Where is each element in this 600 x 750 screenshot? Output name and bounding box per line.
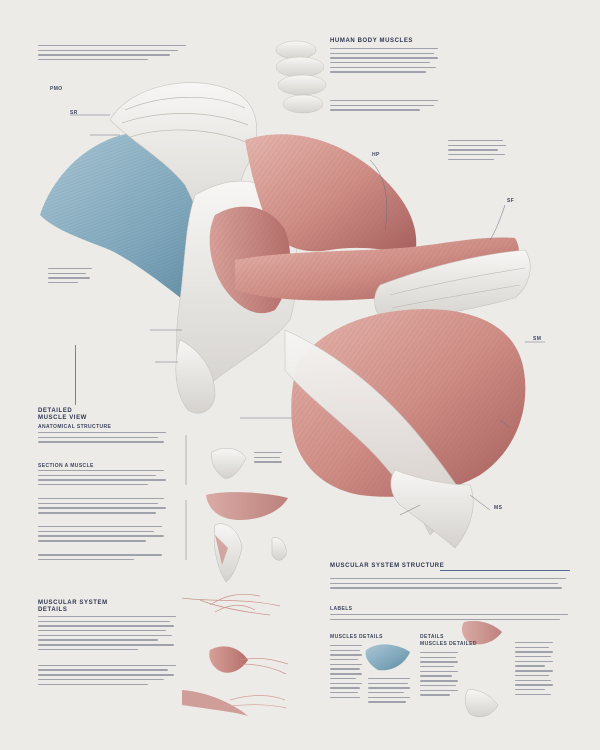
sub-right-heading-a: DETAILS xyxy=(420,634,444,640)
callout-label-6: MS xyxy=(494,505,503,511)
sub-mid-text-block xyxy=(368,678,412,706)
lower-right-subheading: LABELS xyxy=(330,606,353,612)
mid-right-text-block xyxy=(330,100,440,114)
lower-right-heading: MUSCULAR SYSTEM STRUCTURE xyxy=(330,563,445,569)
callout-label-1: PMO xyxy=(50,86,63,92)
left-side-note xyxy=(48,268,93,287)
far-right-text-block xyxy=(448,140,508,163)
lower-white-volume xyxy=(175,339,216,414)
top-left-text-block xyxy=(38,45,188,64)
left-mid-heading-c: ANATOMICAL STRUCTURE xyxy=(38,424,112,430)
sub-left-text-block xyxy=(330,645,364,701)
lower-right-text-b xyxy=(330,614,570,623)
top-right-text-block xyxy=(330,48,440,76)
left-bottom-heading-b: DETAILS xyxy=(38,607,68,613)
lower-tendon-tail xyxy=(390,469,474,549)
far-right-column-text xyxy=(515,642,555,698)
lower-right-text-a xyxy=(330,578,570,592)
left-mid-heading-b: MUSCLE VIEW xyxy=(38,415,87,421)
callout-label-3: HP xyxy=(372,152,380,158)
vertebra-cluster xyxy=(275,40,327,114)
left-bottom-heading-a: MUSCULAR SYSTEM xyxy=(38,600,108,606)
callout-label-2: SR xyxy=(70,110,78,116)
left-bottom-text-block xyxy=(38,616,178,688)
left-group-text-block xyxy=(38,470,168,564)
top-right-heading: HUMAN BODY MUSCLES xyxy=(330,38,414,44)
left-vertical-rule xyxy=(75,345,76,405)
left-mid-heading-a: DETAILED xyxy=(38,408,73,414)
lower-right-rule xyxy=(440,570,570,571)
thumb-note-1 xyxy=(254,452,284,466)
left-group-heading: SECTION A MUSCLE xyxy=(38,463,94,469)
callout-label-4: SF xyxy=(507,198,515,204)
sub-right-text-block xyxy=(420,652,460,699)
sub-left-heading: MUSCLES DETAILS xyxy=(330,634,383,640)
callout-label-5: SM xyxy=(533,336,542,342)
sub-right-heading-b: MUSCLES DETAILED xyxy=(420,641,477,647)
left-mid-text-block xyxy=(38,432,168,446)
